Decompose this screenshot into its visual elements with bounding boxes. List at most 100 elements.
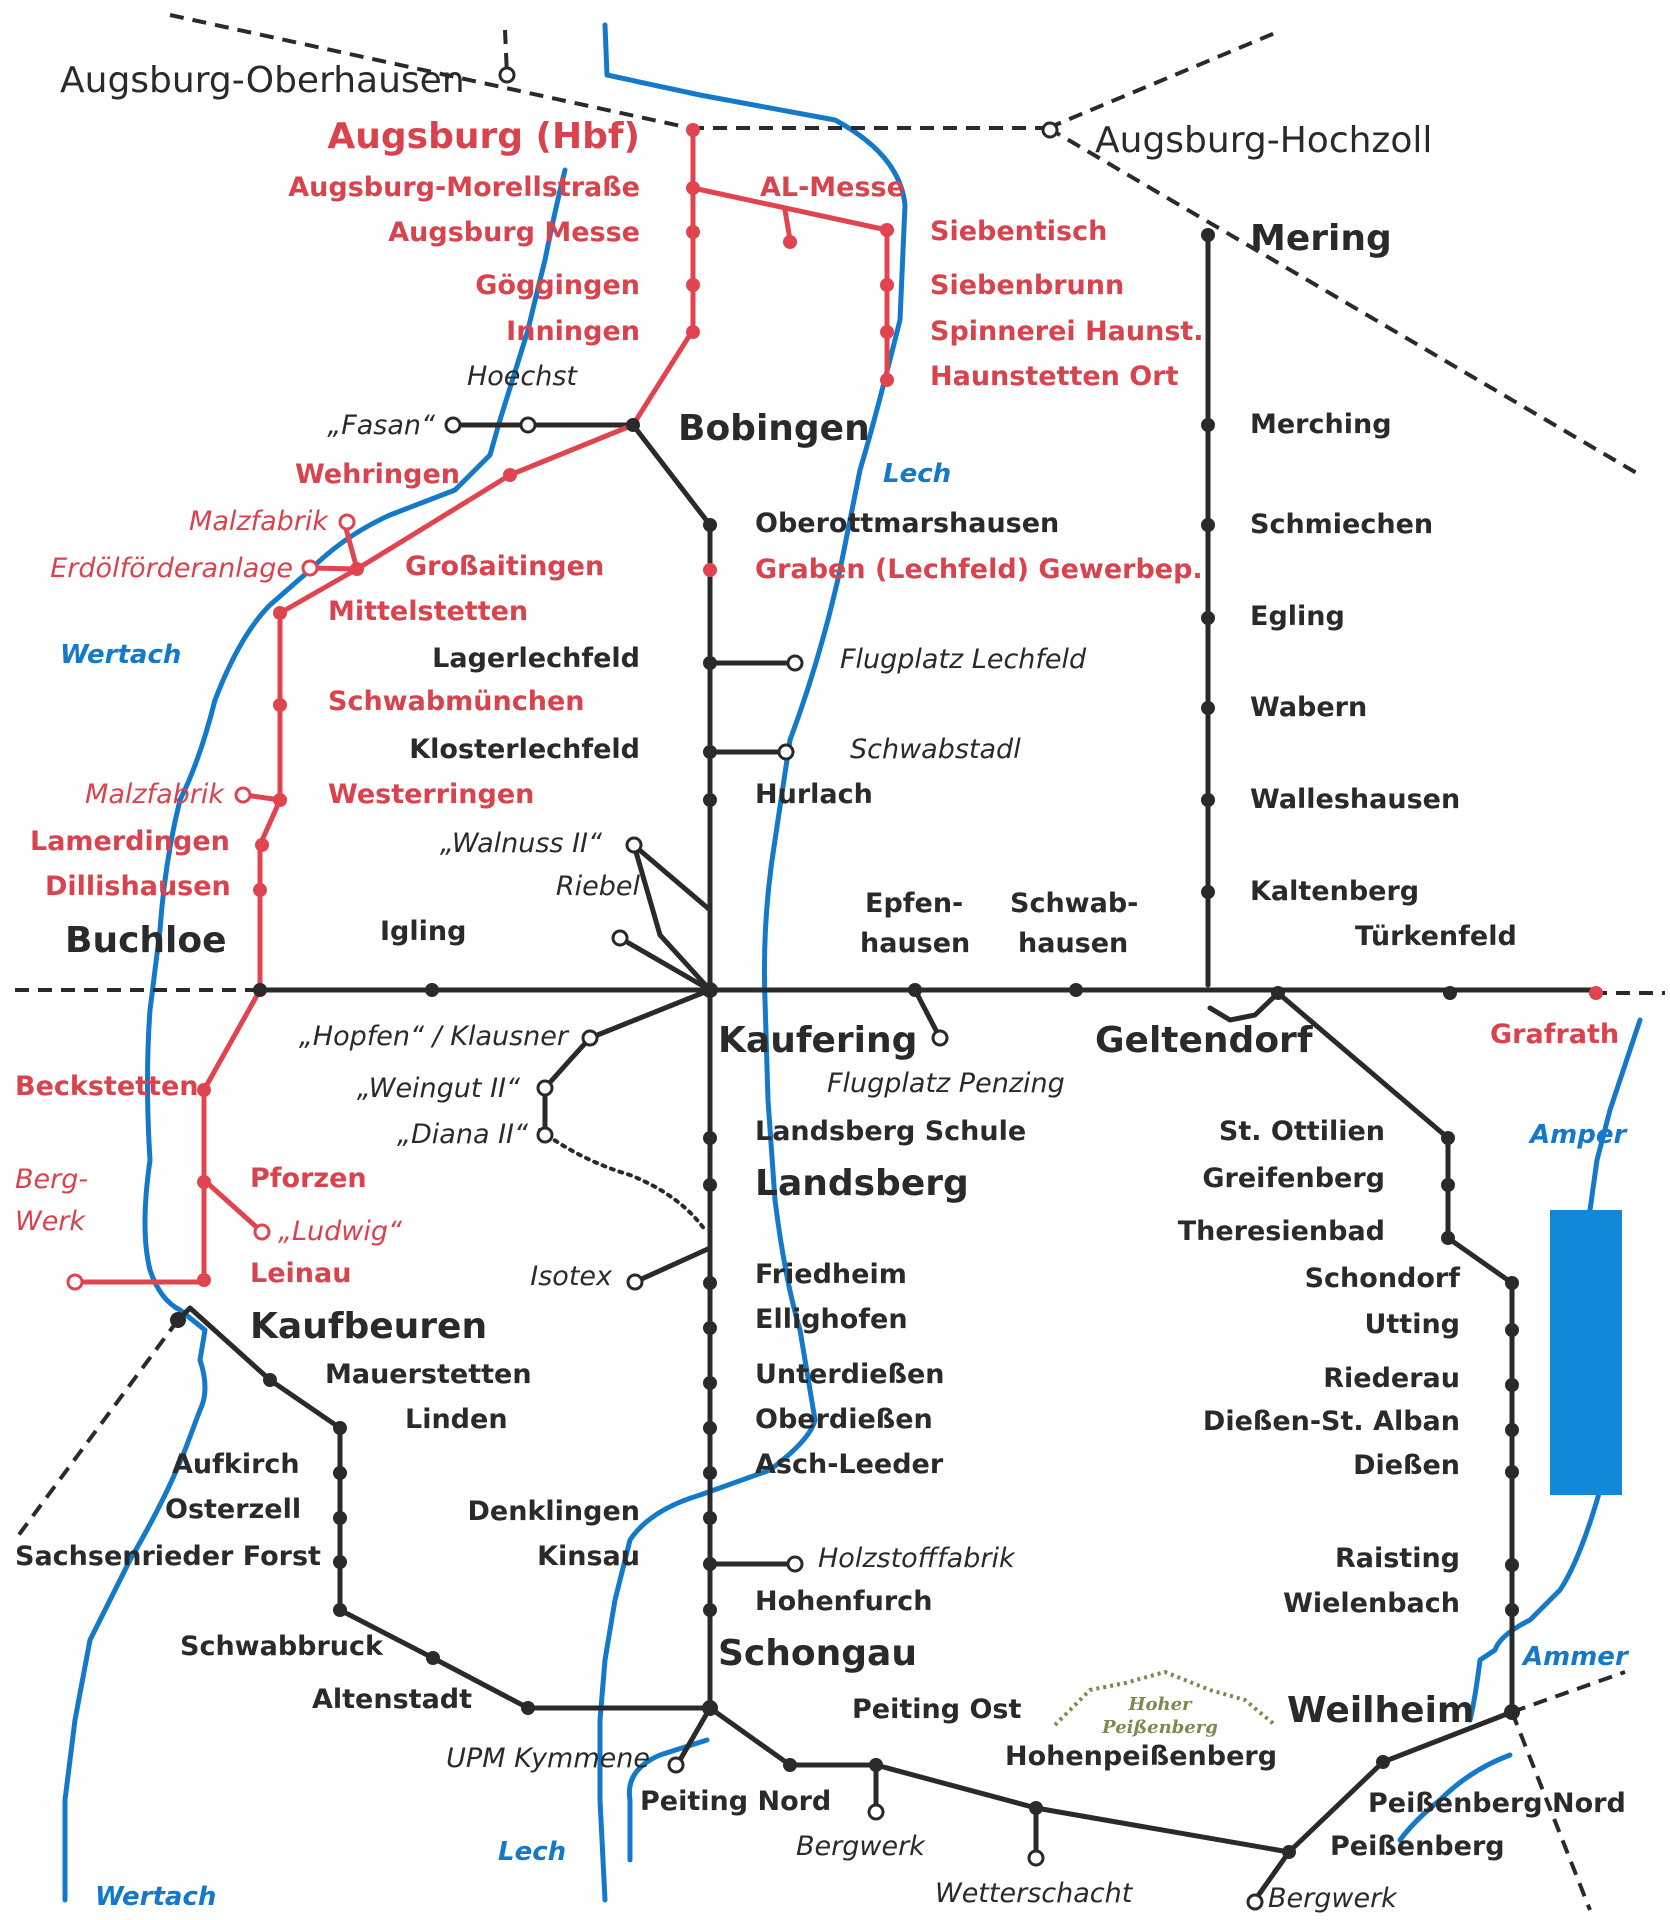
station-label: Wielenbach (1283, 1588, 1460, 1619)
station-label: Peiting Ost (852, 1694, 1021, 1725)
station-label: Holzstofffabrik (818, 1543, 1016, 1574)
station-label: Bergwerk (1268, 1883, 1398, 1914)
station-label: Beckstetten (15, 1071, 199, 1102)
station-label: Peißenberg (1330, 1831, 1505, 1862)
station-label: Peiting Nord (640, 1786, 831, 1817)
station-label: Siebentisch (930, 216, 1107, 247)
station-label: Peißenberg Nord (1368, 1788, 1626, 1819)
station-label: Epfen- (865, 888, 963, 919)
river-label-wertach: Wertach (95, 1882, 216, 1912)
mountain-label-line1: Hoher (1127, 1694, 1193, 1715)
station-label: Flugplatz Penzing (827, 1068, 1065, 1099)
station-label: Igling (380, 916, 466, 947)
station-label: Kinsau (537, 1541, 640, 1572)
station-label: Aufkirch (172, 1449, 300, 1480)
river-label-lech: Lech (498, 1837, 566, 1867)
station-label: Linden (405, 1404, 508, 1435)
station-label: Ellighofen (755, 1304, 908, 1335)
station-label: Raisting (1335, 1543, 1460, 1574)
station-label: Augsburg Messe (388, 217, 640, 248)
station-label: Bergwerk (796, 1831, 926, 1862)
station-label: Dillishausen (45, 871, 231, 902)
station-markers-red (197, 123, 1603, 1287)
station-label: „Walnuss II“ (440, 828, 603, 859)
river-labels: Lech Lech Wertach Wertach Amper Ammer (60, 459, 1630, 1912)
station-label: Dießen-St. Alban (1203, 1406, 1460, 1437)
station-label: St. Ottilien (1219, 1116, 1385, 1147)
station-label: Schwabmünchen (328, 686, 585, 717)
station-label: Mittelstetten (328, 596, 528, 627)
station-label: Friedheim (755, 1259, 907, 1290)
station-label: Geltendorf (1095, 1020, 1313, 1061)
station-label: Haunstetten Ort (930, 361, 1179, 392)
station-label: Osterzell (165, 1494, 301, 1525)
operating-lines (175, 232, 1596, 1903)
station-label: Landsberg Schule (755, 1116, 1026, 1147)
station-label: Göggingen (475, 270, 640, 301)
station-label: Oberottmarshausen (755, 508, 1059, 539)
station-label: Riederau (1323, 1363, 1460, 1394)
station-label: Grafrath (1490, 1019, 1619, 1050)
station-label: Klosterlechfeld (409, 734, 640, 765)
station-label: Kaltenberg (1250, 876, 1419, 907)
station-label: Schondorf (1305, 1263, 1461, 1294)
station-label: Wabern (1250, 692, 1367, 723)
station-label: Oberdießen (755, 1404, 933, 1435)
station-label: Türkenfeld (1355, 921, 1517, 952)
station-label: Kaufering (718, 1020, 917, 1061)
mountain-label-line2: Peißenberg (1101, 1717, 1218, 1738)
station-label: Buchloe (65, 920, 227, 961)
station-label: Werk (15, 1206, 86, 1237)
station-label: „Weingut II“ (357, 1073, 521, 1104)
station-label: „Ludwig“ (278, 1216, 403, 1247)
station-label: Schmiechen (1250, 509, 1433, 540)
station-label: Bobingen (678, 408, 870, 449)
station-label: Augsburg (Hbf) (327, 116, 640, 157)
station-label: Graben (Lechfeld) Gewerbep. (755, 554, 1203, 585)
station-label: Lamerdingen (30, 826, 230, 857)
station-label: Greifenberg (1202, 1163, 1385, 1194)
station-label: UPM Kymmene (446, 1743, 650, 1774)
station-label: Schwabstadl (850, 734, 1021, 765)
station-label: Pforzen (250, 1163, 367, 1194)
station-label: Schongau (718, 1633, 917, 1674)
siding-markers (66, 66, 1264, 1911)
river-label-wertach: Wertach (60, 640, 181, 670)
rivers (62, 22, 1643, 1903)
station-label: Asch-Leeder (755, 1449, 944, 1480)
station-label: Denklingen (468, 1496, 641, 1527)
station-label: Isotex (530, 1261, 613, 1292)
wertach-river (62, 167, 568, 1903)
station-label: Schwab- (1010, 888, 1138, 919)
mainline-continuations (13, 13, 1665, 1911)
station-label: Hohenpeißenberg (1005, 1741, 1277, 1772)
station-label: Erdölförderanlage (50, 553, 293, 584)
station-label: Malzfabrik (189, 506, 329, 537)
station-label: Merching (1250, 409, 1392, 440)
station-label: AL-Messe (760, 172, 905, 203)
station-labels: Augsburg-Oberhausen Augsburg (Hbf) Augsb… (15, 60, 1626, 1914)
station-label: Augsburg-Hochzoll (1095, 120, 1432, 161)
river-label-lech: Lech (883, 459, 951, 489)
ammer-river (1467, 1487, 1603, 1723)
station-label: hausen (860, 928, 970, 959)
station-label: Augsburg-Morellstraße (288, 172, 640, 203)
station-label: „Fasan“ (327, 410, 436, 441)
station-label: Sachsenrieder Forst (15, 1541, 321, 1572)
station-label: Berg- (15, 1164, 88, 1195)
station-label: Theresienbad (1178, 1216, 1385, 1247)
amper-river (1587, 1017, 1643, 1213)
station-label: Großaitingen (405, 551, 604, 582)
station-label: Hoechst (467, 361, 578, 392)
station-label: Wehringen (295, 459, 460, 490)
station-label: Lagerlechfeld (432, 643, 640, 674)
station-label: „Hopfen“ / Klausner (299, 1021, 570, 1052)
station-label: Leinau (250, 1258, 351, 1289)
station-label: Walleshausen (1250, 784, 1460, 815)
lech-tributary-left (626, 1737, 710, 1863)
station-label: Landsberg (755, 1163, 969, 1204)
station-label: Weilheim (1287, 1690, 1474, 1731)
ammersee-lake (1550, 1210, 1622, 1495)
station-label: Egling (1250, 601, 1345, 632)
